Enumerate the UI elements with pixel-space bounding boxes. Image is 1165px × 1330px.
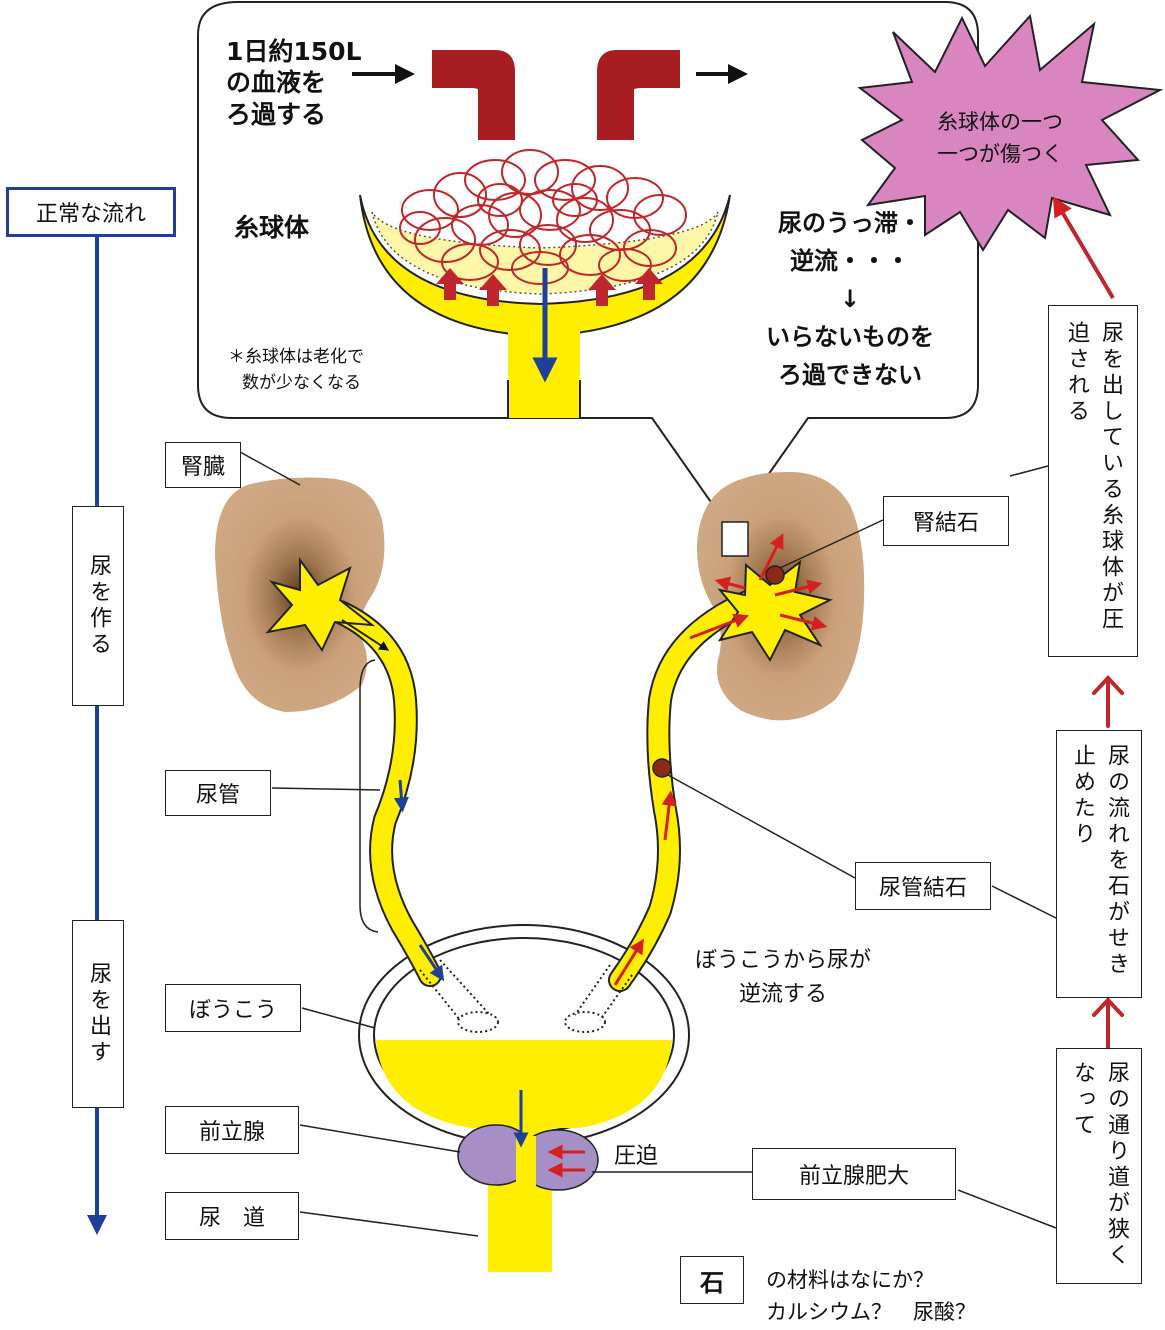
bladder-label: ぼうこう	[165, 984, 301, 1032]
stone-block-text: 尿の流れを石がせき止めたり	[1065, 744, 1133, 984]
stagnation-line3: ↓	[740, 280, 960, 318]
prostate-label: 前立腺	[165, 1106, 299, 1154]
stagnation-line5: ろ過できない	[740, 356, 960, 394]
arrow-up-icon	[1058, 205, 1113, 298]
kidney-stone-label: 腎結石	[883, 496, 1009, 546]
reflux-line1: ぼうこうから尿が	[688, 944, 878, 978]
stone-question-line1: の材料はなにか？	[766, 1264, 934, 1294]
glomerulus-label: 糸球体	[234, 208, 309, 244]
make-urine-box: 尿を作る	[72, 506, 124, 706]
stone-label: 石	[680, 1256, 744, 1304]
excrete-urine-text: 尿を出す	[81, 962, 115, 1066]
bph-label: 前立腺肥大	[752, 1148, 956, 1200]
ureter-stone-label: 尿管結石	[855, 862, 991, 910]
urethra-label: 尿 道	[165, 1192, 299, 1240]
narrowing-box: 尿の通り道が狭くなって	[1056, 1048, 1142, 1284]
burst-text-line1: 糸球体の一つ	[928, 106, 1072, 138]
burst-text-line2: 一つが傷つく	[928, 138, 1072, 170]
normal-flow-title: 正常な流れ	[6, 187, 176, 237]
make-urine-text: 尿を作る	[81, 554, 115, 658]
stagnation-line4: いらないものを	[740, 318, 960, 356]
glomerulus-pressed-text: 尿を出している糸球体が圧迫される	[1059, 321, 1127, 641]
blood-text-line1: 1日約150L	[226, 36, 362, 67]
stone-question-line2: カルシウム？ 尿酸？	[766, 1296, 976, 1326]
ureter-stone-dot	[653, 759, 671, 777]
kidney-label: 腎臓	[165, 442, 241, 488]
stagnation-line2: 逆流・・・	[740, 242, 960, 280]
inset-source-marker	[722, 522, 748, 556]
blood-text-line2: の血液を	[226, 67, 362, 98]
blood-text-line3: ろ過する	[226, 99, 362, 130]
glomerulus-pressed-box: 尿を出している糸球体が圧迫される	[1048, 305, 1138, 657]
excrete-urine-box: 尿を出す	[72, 920, 124, 1108]
kidney-stone-dot	[766, 566, 784, 584]
aging-note-line1: ＊糸球体は老化で	[228, 344, 364, 370]
reflux-line2: 逆流する	[688, 978, 878, 1012]
narrowing-text: 尿の通り道が狭くなって	[1065, 1061, 1133, 1271]
stagnation-line1: 尿のうっ滞・	[740, 204, 960, 242]
aging-note-line2: 数が少なくなる	[228, 370, 364, 396]
stone-block-box: 尿の流れを石がせき止めたり	[1056, 730, 1142, 998]
compression-label: 圧迫	[614, 1138, 658, 1170]
ureter-label: 尿管	[165, 770, 271, 816]
